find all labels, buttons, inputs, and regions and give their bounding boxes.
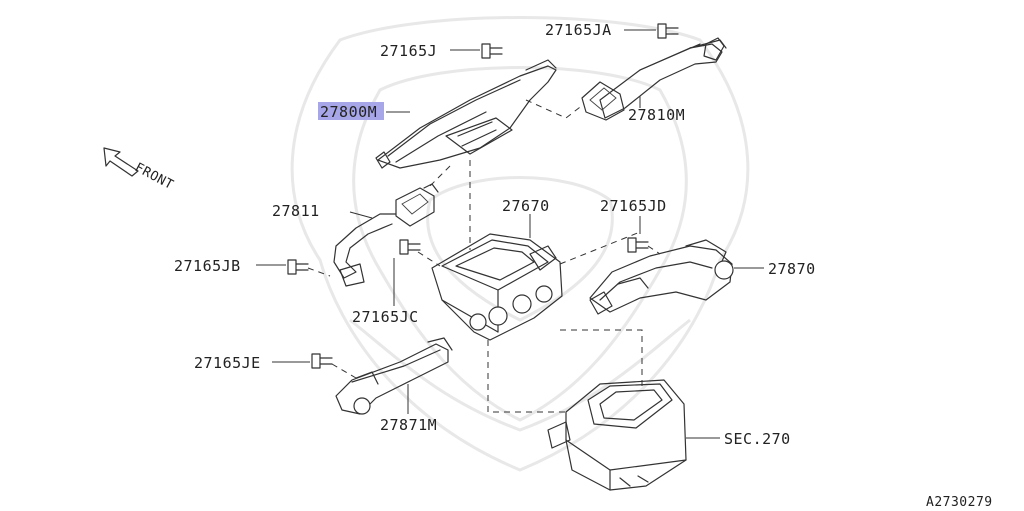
label-27670[interactable]: 27670 — [502, 197, 550, 215]
duct-27870 — [589, 239, 734, 315]
label-27165ja[interactable]: 27165JA — [545, 21, 612, 39]
label-27811[interactable]: 27811 — [272, 202, 320, 220]
label-27165je[interactable]: 27165JE — [194, 354, 261, 372]
label-27165jb[interactable]: 27165JB — [174, 257, 241, 275]
duct-27810m — [581, 37, 727, 121]
screw-27165jb-icon — [287, 259, 309, 275]
heater-unit-sec270 — [547, 379, 687, 491]
label-27165jd[interactable]: 27165JD — [600, 197, 667, 215]
label-sec270[interactable]: SEC.270 — [724, 430, 791, 448]
vent-housing-27670 — [431, 233, 563, 341]
screw-27165ja-icon — [657, 23, 679, 39]
label-27800m[interactable]: 27800M — [320, 103, 377, 121]
label-27165jc[interactable]: 27165JC — [352, 308, 419, 326]
duct-27871m — [335, 337, 453, 415]
duct-27800m — [375, 59, 557, 169]
screw-27165j-icon — [481, 43, 503, 59]
screw-27165jc-icon — [399, 239, 421, 255]
front-label: FRONT — [132, 160, 176, 193]
front-arrow: FRONT — [103, 147, 176, 193]
selected-part-highlight — [318, 102, 384, 120]
label-27810m[interactable]: 27810M — [628, 106, 685, 124]
reference-code: A2730279 — [926, 495, 993, 510]
screw-27165jd-icon — [627, 237, 649, 253]
label-27165j[interactable]: 27165J — [380, 42, 437, 60]
watermark-emblem — [290, 16, 750, 472]
label-27870[interactable]: 27870 — [768, 260, 816, 278]
screw-27165je-icon — [311, 353, 333, 369]
label-27871m[interactable]: 27871M — [380, 416, 437, 434]
duct-27811 — [333, 183, 439, 287]
